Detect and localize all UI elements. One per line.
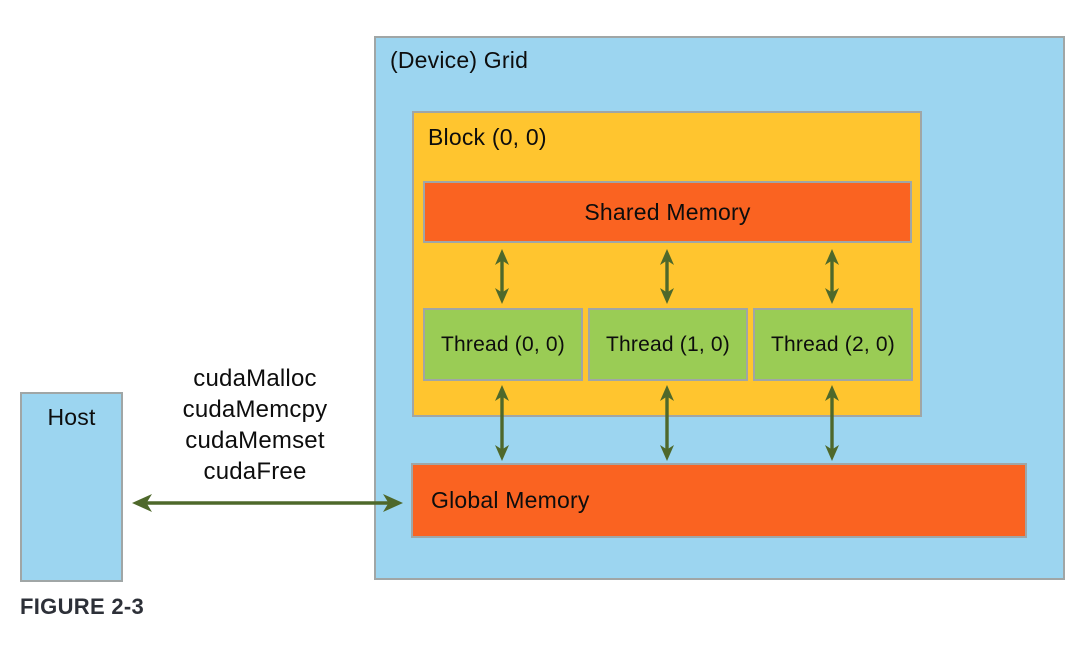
api-call-cudamalloc: cudaMalloc — [193, 365, 317, 392]
block-label: Block (0, 0) — [428, 124, 547, 150]
cuda-api-call-list: cudaMalloc cudaMemcpy cudaMemset cudaFre… — [145, 363, 365, 487]
host-box: Host — [20, 392, 123, 582]
api-call-cudafree: cudaFree — [203, 458, 307, 485]
global-memory-label: Global Memory — [431, 487, 590, 513]
api-call-cudamemcpy: cudaMemcpy — [182, 396, 328, 423]
device-grid-label: (Device) Grid — [390, 47, 529, 73]
shared-memory-label: Shared Memory — [584, 198, 751, 225]
thread-2-box: Thread (2, 0) — [753, 308, 913, 381]
host-global-double-arrow-icon — [132, 490, 403, 516]
thread1-global-double-arrow-icon — [658, 385, 676, 461]
thread-1-box: Thread (1, 0) — [588, 308, 748, 381]
shared-thread0-double-arrow-icon — [493, 249, 511, 304]
thread-0-box: Thread (0, 0) — [423, 308, 583, 381]
thread-2-label: Thread (2, 0) — [771, 332, 895, 356]
host-label: Host — [47, 404, 96, 430]
thread-1-label: Thread (1, 0) — [606, 332, 730, 356]
shared-memory-box: Shared Memory — [423, 181, 912, 243]
figure-caption: FIGURE 2-3 — [20, 594, 145, 619]
thread-0-label: Thread (0, 0) — [441, 332, 565, 356]
shared-thread1-double-arrow-icon — [658, 249, 676, 304]
global-memory-box: Global Memory — [411, 463, 1027, 538]
thread0-global-double-arrow-icon — [493, 385, 511, 461]
shared-thread2-double-arrow-icon — [823, 249, 841, 304]
thread2-global-double-arrow-icon — [823, 385, 841, 461]
api-call-cudamemset: cudaMemset — [185, 427, 325, 454]
